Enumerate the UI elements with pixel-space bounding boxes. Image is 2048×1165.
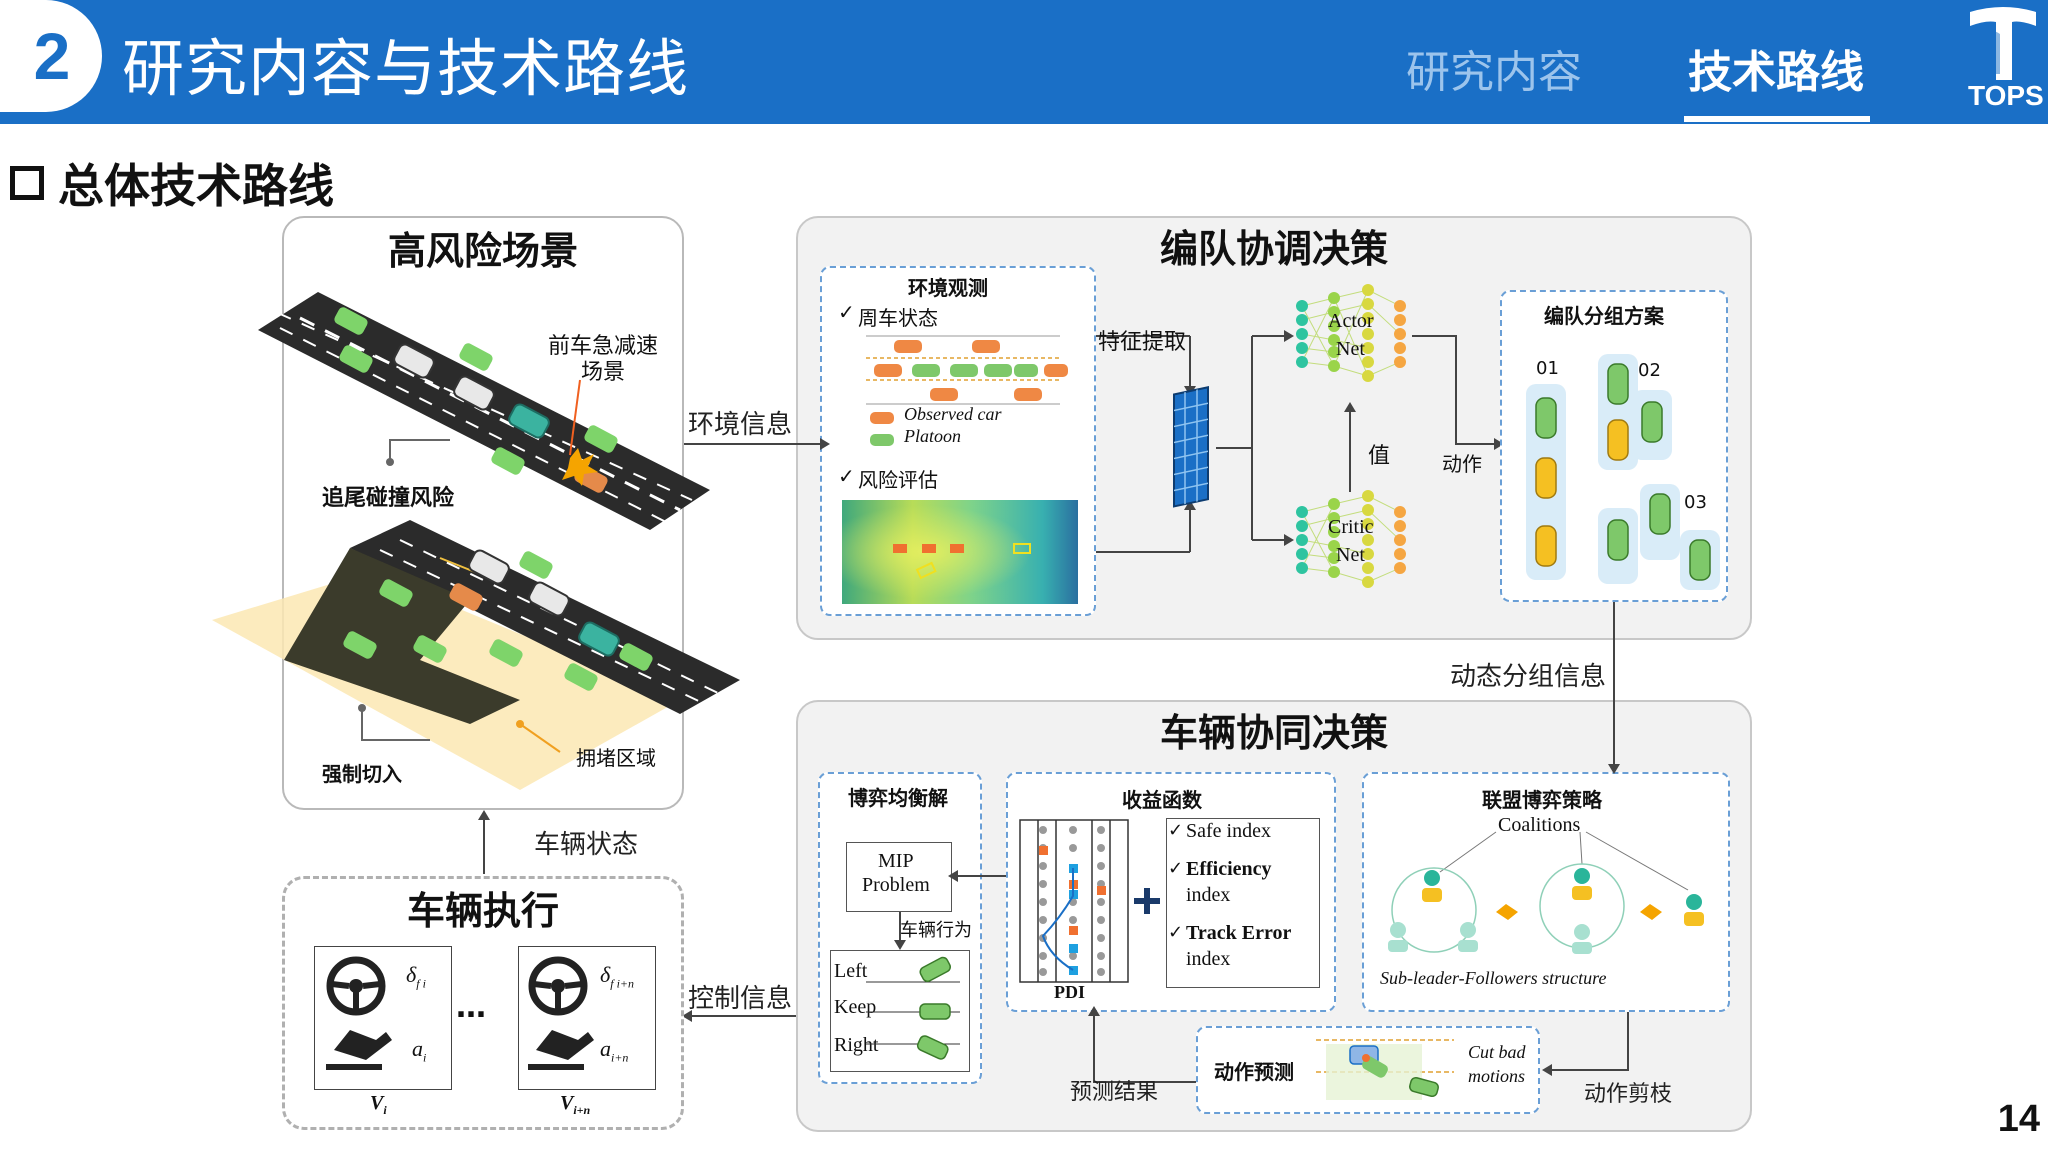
high-risk-title: 高风险场景 [387,229,578,273]
actor-net-label-2: Net [1336,338,1365,360]
env-item-risk-assessment: 风险评估 [858,468,938,492]
structure-label: Sub-leader-Followers structure [1380,968,1607,988]
a-in-symbol: ai+n [600,1036,629,1065]
track-error-label-1: Track Error [1186,922,1292,944]
car-icons-top [334,307,618,493]
section-number: 2 [33,19,71,93]
label-forced-cut-in: 强制切入 [322,762,402,786]
a-i-symbol: ai [412,1036,427,1065]
action-prediction-icons [1316,1039,1454,1100]
flow-label-vehicle-state: 车辆状态 [534,830,639,860]
tab-technical-route[interactable]: 技术路线 [1688,47,1864,98]
v-in-symbol: Vi+n [560,1092,591,1117]
mip-problem-box [846,842,952,912]
ellipsis-dots: … [456,990,486,1025]
track-error-label-2: index [1186,948,1231,970]
label-value: 值 [1368,444,1391,469]
flow-label-env-info: 环境信息 [688,410,793,440]
mip-label-2: Problem [862,874,930,896]
check-icon: ✓ [1168,820,1184,841]
mip-label-1: MIP [878,850,914,872]
cut-bad-label-1: Cut bad [1468,1042,1526,1062]
car-icons-bottom [343,549,653,691]
option-keep: Keep [834,996,877,1018]
page-number: 14 [1997,1098,2040,1140]
steering-wheel-icon [326,956,386,1016]
logo-text: TOPS [1968,80,2044,111]
flow-label-control-info: 控制信息 [688,984,793,1014]
vehicle-execution-title: 车辆执行 [406,889,559,933]
callout-sudden-brake: 前车急减速 场景 [548,334,659,385]
label-vehicle-behavior: 车辆行为 [900,920,972,941]
active-tab-underline [1684,116,1870,122]
cut-bad-label-2: motions [1468,1066,1526,1086]
action-prediction-title: 动作预测 [1214,1060,1294,1084]
label-action: 动作 [1442,452,1482,476]
actor-net-icon [1296,284,1406,382]
steering-wheel-icon [528,956,588,1016]
check-icon: ✓ [838,464,855,488]
flow-label-dynamic-group: 动态分组信息 [1450,662,1607,692]
actor-net-label-1: Actor [1328,310,1374,332]
flow-label-predict-result: 预测结果 [1070,1080,1159,1105]
legend-platoon: Platoon [904,426,961,446]
check-icon: ✓ [1168,858,1184,879]
critic-net-label-1: Critic [1328,516,1374,538]
pdi-lane-grid [1019,819,1129,983]
header-bar: 2 研究内容与技术路线 研究内容 技术路线 TOPS [0,0,2048,124]
safe-index-label: Safe index [1186,820,1271,842]
coalition-structure-icons [1388,831,1704,954]
check-icon: ✓ [1168,922,1184,943]
label-congestion-area: 拥堵区域 [576,746,656,770]
tops-logo-icon [1970,7,2036,80]
option-left: Left [834,960,868,982]
pedal-icon [528,1030,594,1070]
group-scheme-title: 编队分组方案 [1544,304,1664,328]
index-list-box [1166,818,1320,988]
page-title: 研究内容与技术路线 [122,32,690,105]
vehicle-coop-title: 车辆协同决策 [1159,711,1388,755]
v-i-symbol: Vi [370,1092,387,1117]
section-heading-text: 总体技术路线 [58,159,334,213]
flow-label-action-prune: 动作剪枝 [1584,1082,1673,1107]
env-observation-title: 环境观测 [908,276,988,300]
section-number-badge: 2 [0,0,102,112]
platoon-car-icons [912,364,1038,377]
check-icon: ✓ [838,300,855,324]
feature-grid-icon [1173,386,1209,508]
platoon-decision-title: 编队协调决策 [1159,227,1388,271]
critic-net-icon [1296,490,1406,588]
pedal-icon [326,1030,392,1070]
tab-research-content[interactable]: 研究内容 [1406,47,1582,98]
coalitions-label: Coalitions [1498,814,1581,836]
group-label-03: 03 [1684,492,1707,513]
payoff-function-title: 收益函数 [1122,788,1202,812]
label-rear-end-risk: 追尾碰撞风险 [322,486,455,511]
group-label-02: 02 [1638,360,1661,381]
coalition-game-title: 联盟博弈策略 [1482,788,1602,812]
game-equilibrium-title: 博弈均衡解 [848,786,948,810]
efficiency-index-label-2: index [1186,884,1231,906]
lane-choice-car-icons [866,956,960,1060]
env-item-surrounding-state: 周车状态 [858,306,938,330]
section-heading: 总体技术路线 [10,150,334,216]
critic-net-label-2: Net [1336,544,1365,566]
platoon-car-icons [1535,363,1711,581]
delta-fin-symbol: δf i+n [600,962,634,991]
efficiency-index-label-1: Efficiency [1186,858,1272,880]
legend-observed-car: Observed car [904,404,1002,424]
group-label-01: 01 [1536,358,1559,379]
label-feature-extract: 特征提取 [1098,330,1187,355]
square-bullet-icon [10,166,44,200]
delta-fi-symbol: δf i [406,962,426,991]
option-right: Right [834,1034,879,1056]
pdi-label: PDI [1054,982,1085,1002]
observed-car-icons [874,340,1068,401]
